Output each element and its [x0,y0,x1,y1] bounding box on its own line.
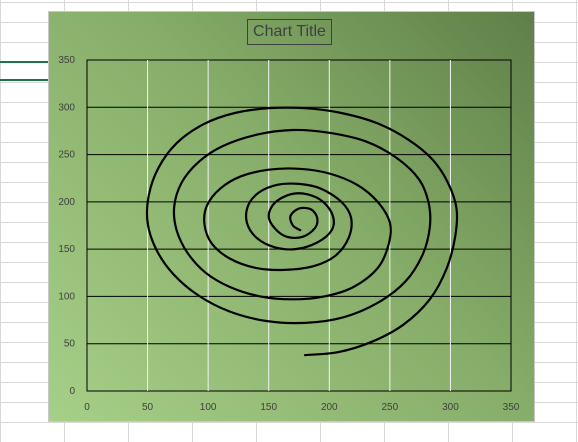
chart-title[interactable]: Chart Title [247,19,332,45]
y-tick-label: 250 [58,150,75,161]
x-tick-label: 200 [321,402,338,413]
y-tick-label: 300 [58,102,75,113]
x-axis-tick-labels: 0 50 100 150 200 250 300 350 [84,402,520,413]
x-tick-label: 300 [442,402,459,413]
y-tick-label: 0 [69,386,75,397]
y-tick-label: 150 [58,244,75,255]
y-tick-label: 50 [64,339,76,350]
x-tick-label: 100 [200,402,217,413]
y-tick-label: 100 [58,291,75,302]
x-tick-label: 250 [382,402,399,413]
horizontal-gridlines [87,106,511,345]
y-tick-label: 200 [58,197,75,208]
x-tick-label: 0 [84,402,90,413]
y-tick-label: 350 [58,55,75,66]
y-axis-tick-labels: 0 50 100 150 200 250 300 350 [58,55,75,397]
vertical-gridlines [147,60,451,391]
plot-area-border [86,59,512,392]
chart-area[interactable] [48,11,535,422]
x-tick-label: 150 [260,402,277,413]
spiral-series-line [145,106,459,357]
series-layer [145,106,459,357]
x-tick-label: 50 [142,402,154,413]
x-tick-label: 350 [503,402,520,413]
